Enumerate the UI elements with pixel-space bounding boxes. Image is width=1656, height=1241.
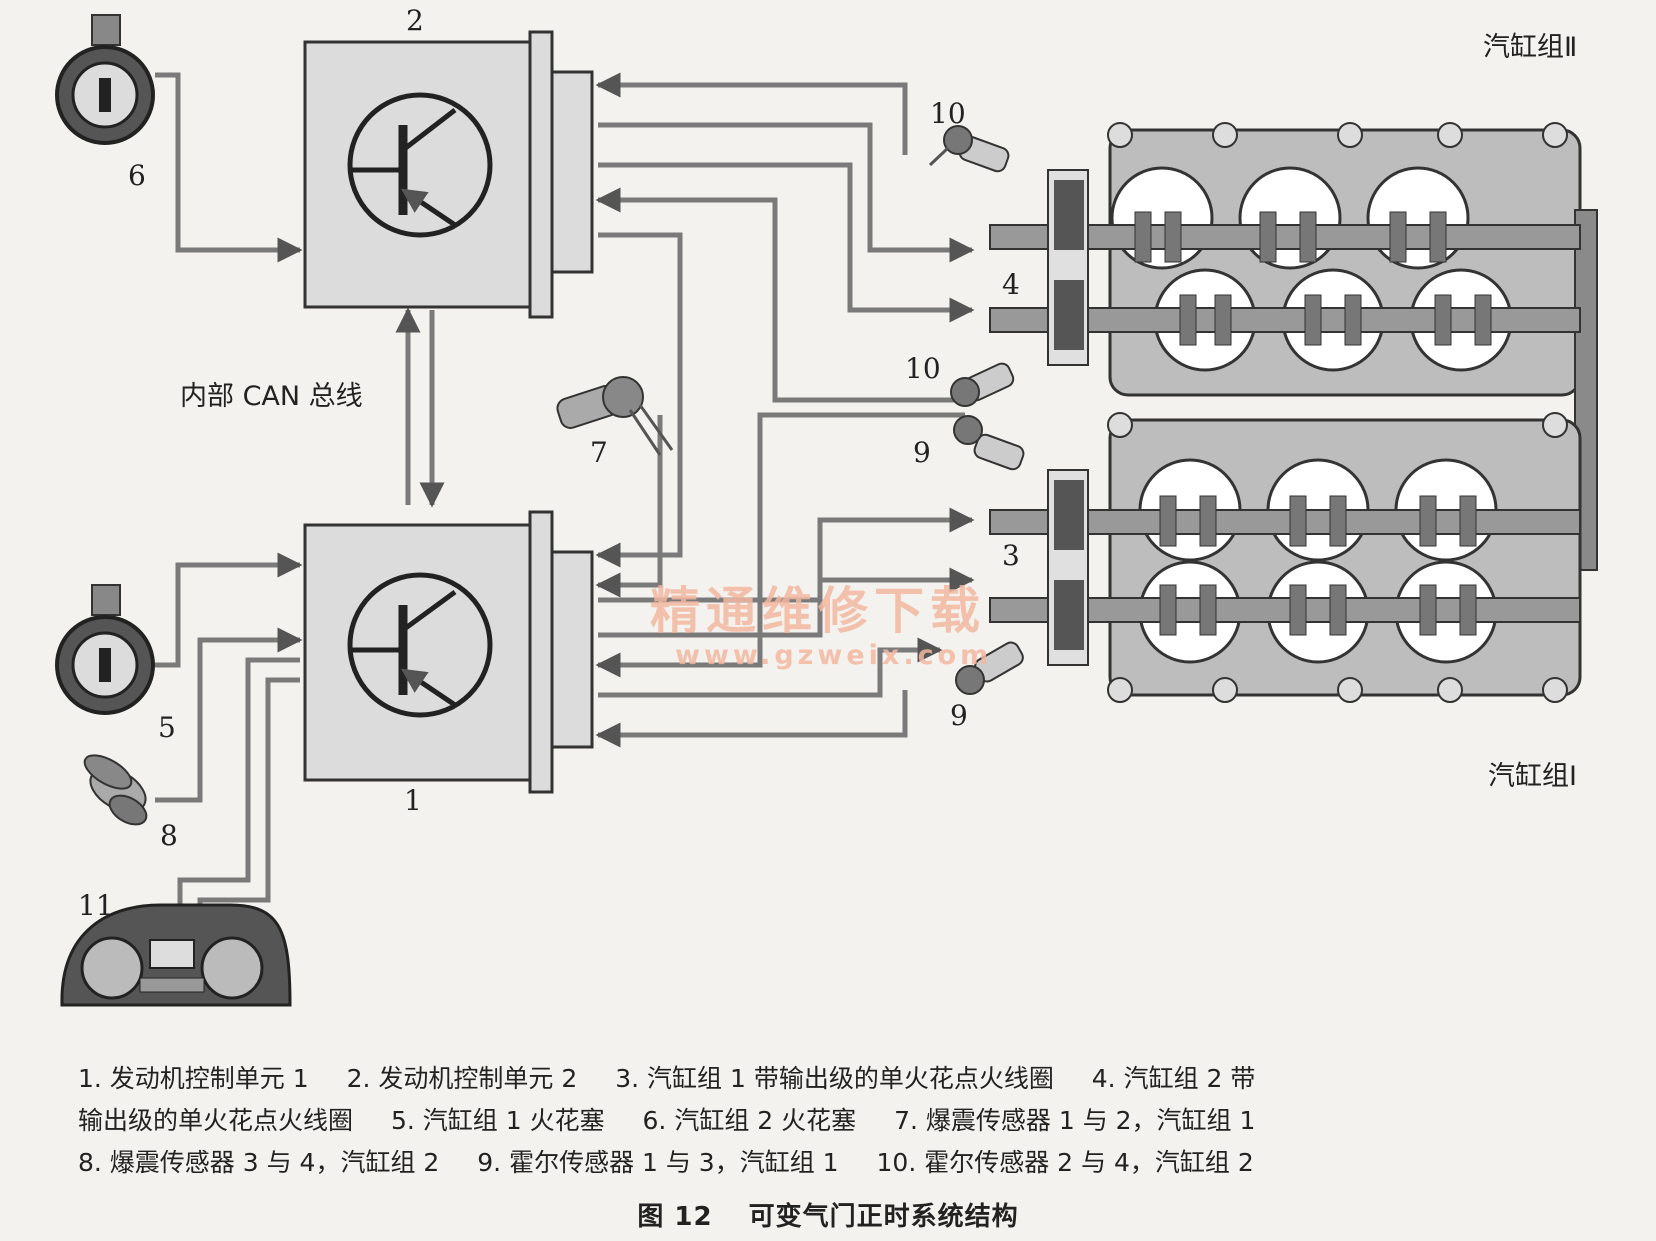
legend: 1. 发动机控制单元 1 2. 发动机控制单元 2 3. 汽缸组 1 带输出级的… <box>78 1058 1578 1184</box>
watermark: 精通维修下载 www.gzweix.com <box>650 582 992 671</box>
transistor-symbol <box>347 572 493 718</box>
can-bus-label: 内部 CAN 总线 <box>180 381 363 412</box>
label-7: 7 <box>590 436 608 469</box>
legend-row: 8. 爆震传感器 3 与 4，汽缸组 2 9. 霍尔传感器 1 与 3，汽缸组 … <box>78 1142 1578 1184</box>
label-10-top: 10 <box>930 97 966 130</box>
label-5: 5 <box>158 711 176 744</box>
label-8: 8 <box>160 819 178 852</box>
bank-2-label: 汽缸组Ⅱ <box>1483 32 1577 63</box>
legend-item: 2. 发动机控制单元 2 <box>346 1064 578 1093</box>
legend-item: 6. 汽缸组 2 火花塞 <box>642 1106 857 1135</box>
legend-item: 3. 汽缸组 1 带输出级的单火花点火线圈 <box>615 1064 1054 1093</box>
legend-item: 8. 爆震传感器 3 与 4，汽缸组 2 <box>78 1148 440 1177</box>
legend-item: 1. 发动机控制单元 1 <box>78 1064 309 1093</box>
legend-item: 10. 霍尔传感器 2 与 4，汽缸组 2 <box>876 1148 1254 1177</box>
label-2: 2 <box>406 4 424 37</box>
bank-1-label: 汽缸组Ⅰ <box>1488 761 1577 792</box>
legend-item: 5. 汽缸组 1 火花塞 <box>390 1106 605 1135</box>
legend-item: 9. 霍尔传感器 1 与 3，汽缸组 1 <box>477 1148 839 1177</box>
label-9-bottom: 9 <box>950 699 968 732</box>
label-1: 1 <box>404 784 422 817</box>
label-6: 6 <box>128 159 146 192</box>
knock-sensor-7-icon <box>556 376 674 456</box>
legend-item: 输出级的单火花点火线圈 <box>78 1106 354 1135</box>
cylinder-head-bank-1 <box>989 412 1582 703</box>
hall-sensor-10-top-icon <box>928 125 1010 173</box>
transistor-symbol <box>347 92 493 238</box>
instrument-cluster-11-icon <box>60 903 292 1007</box>
label-9-mid: 9 <box>913 436 931 469</box>
hall-sensor-9-mid-icon <box>953 415 1025 471</box>
hall-sensor-10-mid-icon <box>950 362 1015 407</box>
svg-text:精通维修下载: 精通维修下载 <box>650 582 986 640</box>
legend-row: 输出级的单火花点火线圈 5. 汽缸组 1 火花塞 6. 汽缸组 2 火花塞 7.… <box>78 1100 1578 1142</box>
spark-plug-5-icon <box>55 584 155 715</box>
hall-sensor-9-bottom-icon <box>955 641 1024 695</box>
label-4: 4 <box>1002 268 1020 301</box>
number-labels: 2 1 4 3 6 5 8 11 7 10 10 9 9 内部 CAN 总线 汽… <box>78 4 1577 922</box>
spark-plug-6-icon <box>55 14 155 145</box>
legend-item: 7. 爆震传感器 1 与 2，汽缸组 1 <box>894 1106 1256 1135</box>
label-3: 3 <box>1002 539 1020 572</box>
knock-sensor-8-icon <box>83 754 148 826</box>
legend-item: 4. 汽缸组 2 带 <box>1091 1064 1256 1093</box>
wiring <box>155 72 975 933</box>
ecu-1 <box>303 510 594 794</box>
svg-text:www.gzweix.com: www.gzweix.com <box>675 640 992 671</box>
legend-row: 1. 发动机控制单元 1 2. 发动机控制单元 2 3. 汽缸组 1 带输出级的… <box>78 1058 1578 1100</box>
figure-title: 可变气门正时系统结构 <box>748 1202 1019 1232</box>
label-10-mid: 10 <box>905 352 941 385</box>
figure-caption: 图 12 可变气门正时系统结构 <box>0 1196 1656 1233</box>
figure-number: 图 12 <box>637 1202 713 1232</box>
ecu-2 <box>303 30 594 319</box>
label-11: 11 <box>78 889 114 922</box>
